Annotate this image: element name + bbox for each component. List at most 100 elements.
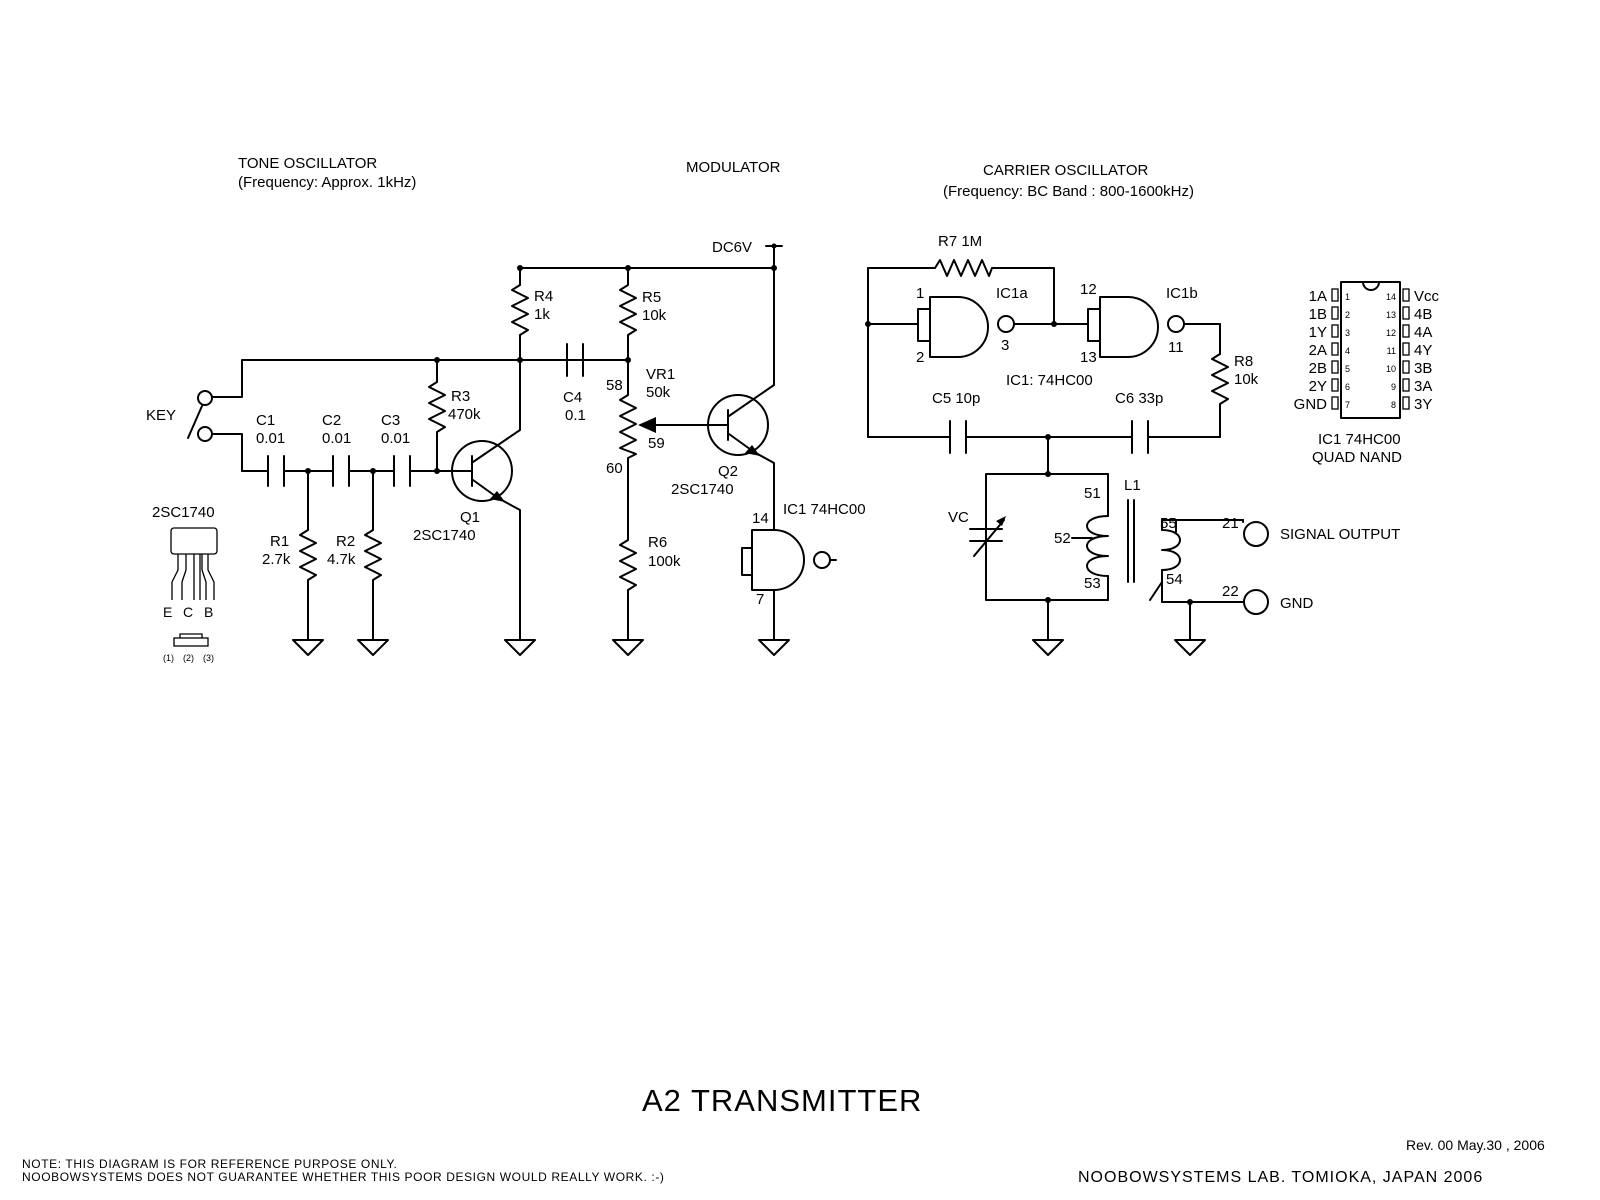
vr1-pin-wiper: 59: [648, 435, 665, 452]
c2-value: 0.01: [322, 430, 351, 447]
c2-name: C2: [322, 412, 341, 429]
c1-value: 0.01: [256, 430, 285, 447]
carrier-oscillator-subtitle: (Frequency: BC Band : 800-1600kHz): [943, 183, 1194, 200]
gnd-output-label: GND: [1280, 595, 1314, 612]
pinout-left-number: 4: [1345, 346, 1350, 356]
pinout-right-pin: [1402, 342, 1410, 356]
c1-name: C1: [256, 412, 275, 429]
q2-type: 2SC1740: [671, 481, 734, 498]
pinout-right-number: 11: [1387, 346, 1396, 356]
c2-capacitor: [332, 455, 350, 487]
l1-pin53: 53: [1084, 575, 1101, 592]
pinout-right-label: 3Y: [1414, 396, 1432, 413]
r6-value: 100k: [648, 553, 681, 570]
pinout-left-pin: [1331, 378, 1339, 392]
ic1a-name: IC1a: [996, 285, 1028, 302]
pinout-left-pin: [1331, 360, 1339, 374]
pinout-left-label: 1A: [1309, 288, 1327, 305]
pinout-left-pin: [1331, 396, 1339, 410]
r3-name: R3: [451, 388, 470, 405]
l1-pin52: 52: [1054, 530, 1071, 547]
r1-value: 2.7k: [262, 551, 291, 568]
vr1-name: VR1: [646, 366, 675, 383]
c3-capacitor: [393, 455, 411, 487]
r5-name: R5: [642, 289, 661, 306]
pinout-left-pin: [1331, 306, 1339, 320]
pkg-collector-label: C: [183, 604, 193, 620]
r5-value: 10k: [642, 307, 667, 324]
out-pin21: 21: [1222, 515, 1239, 532]
pinout-right-label: 3B: [1414, 360, 1432, 377]
pkg-emitter-label: E: [163, 604, 172, 620]
c4-value: 0.1: [565, 407, 586, 424]
pinout-right-number: 14: [1386, 292, 1396, 302]
ic1b-nand-gate: [1053, 296, 1221, 358]
q2-transistor: [704, 267, 775, 531]
r3-value: 470k: [448, 406, 481, 423]
carrier-oscillator-title: CARRIER OSCILLATOR: [983, 162, 1148, 179]
ic1a-pin3: 3: [1001, 337, 1009, 354]
tank-circuit: [969, 473, 1109, 656]
l1-name: L1: [1124, 477, 1141, 494]
q1-transistor: [451, 359, 536, 656]
transistor-package-icon: [170, 527, 218, 647]
r8-value: 10k: [1234, 371, 1259, 388]
tone-oscillator-subtitle: (Frequency: Approx. 1kHz): [238, 174, 416, 191]
ic1b-pin12: 12: [1080, 281, 1097, 298]
r1-resistor: [292, 470, 324, 656]
ic1-gate-label: IC1 74HC00: [783, 501, 866, 518]
vr1-value: 50k: [646, 384, 671, 401]
out-pin22: 22: [1222, 583, 1239, 600]
pinout-left-number: 7: [1345, 400, 1350, 410]
pinout-left-label: 1B: [1309, 306, 1327, 323]
q2-name: Q2: [718, 463, 738, 480]
pinout-left-label: 1Y: [1309, 324, 1327, 341]
r4-value: 1k: [534, 306, 550, 323]
pinout-right-pin: [1402, 396, 1410, 410]
c4-capacitor: [566, 343, 584, 377]
tone-oscillator-title: TONE OSCILLATOR: [238, 155, 377, 172]
pinout-left-label: 2Y: [1309, 378, 1327, 395]
c6-label: C6 33p: [1115, 390, 1163, 407]
vr1-potentiometer: [619, 359, 706, 529]
r2-resistor: [357, 470, 389, 656]
pinout-right-label: 4B: [1414, 306, 1432, 323]
ic1-note: IC1: 74HC00: [1006, 372, 1093, 389]
pinout-right-label: Vcc: [1414, 288, 1440, 305]
c5-c6-line: [867, 420, 1221, 477]
r2-value: 4.7k: [327, 551, 356, 568]
q1-name: Q1: [460, 509, 480, 526]
key-switch: [187, 389, 243, 472]
pinout-left-number: 3: [1345, 328, 1350, 338]
pinout-left-pin: [1331, 342, 1339, 356]
ic1b-pin11: 11: [1168, 339, 1184, 356]
note-line-1: NOTE: THIS DIAGRAM IS FOR REFERENCE PURP…: [22, 1157, 397, 1171]
c4-name: C4: [563, 389, 582, 406]
pinout-left-label: GND: [1294, 396, 1328, 413]
pinout-right-number: 12: [1386, 328, 1396, 338]
c3-name: C3: [381, 412, 400, 429]
pinout-left-pin: [1331, 324, 1339, 338]
ic1b-name: IC1b: [1166, 285, 1198, 302]
l1-transformer: [1071, 473, 1244, 656]
ic1a-pin1: 1: [916, 285, 924, 302]
ic1a-pin2: 2: [916, 349, 924, 366]
c3-value: 0.01: [381, 430, 410, 447]
tone-top-wire: [241, 359, 629, 391]
l1-pin55: 55: [1160, 515, 1177, 532]
pinout-right-number: 9: [1391, 382, 1396, 392]
pinout-right-label: 4A: [1414, 324, 1432, 341]
pinout-right-pin: [1402, 288, 1410, 302]
pinout-left-number: 6: [1345, 382, 1350, 392]
pkg-pin3: (3): [203, 653, 214, 663]
pinout-right-pin: [1402, 360, 1410, 374]
pinout-right-pin: [1402, 378, 1410, 392]
pinout-caption2: QUAD NAND: [1312, 449, 1402, 466]
r2-name: R2: [336, 533, 355, 550]
r1-name: R1: [270, 533, 289, 550]
pinout-left-number: 5: [1345, 364, 1350, 374]
r8-name: R8: [1234, 353, 1253, 370]
